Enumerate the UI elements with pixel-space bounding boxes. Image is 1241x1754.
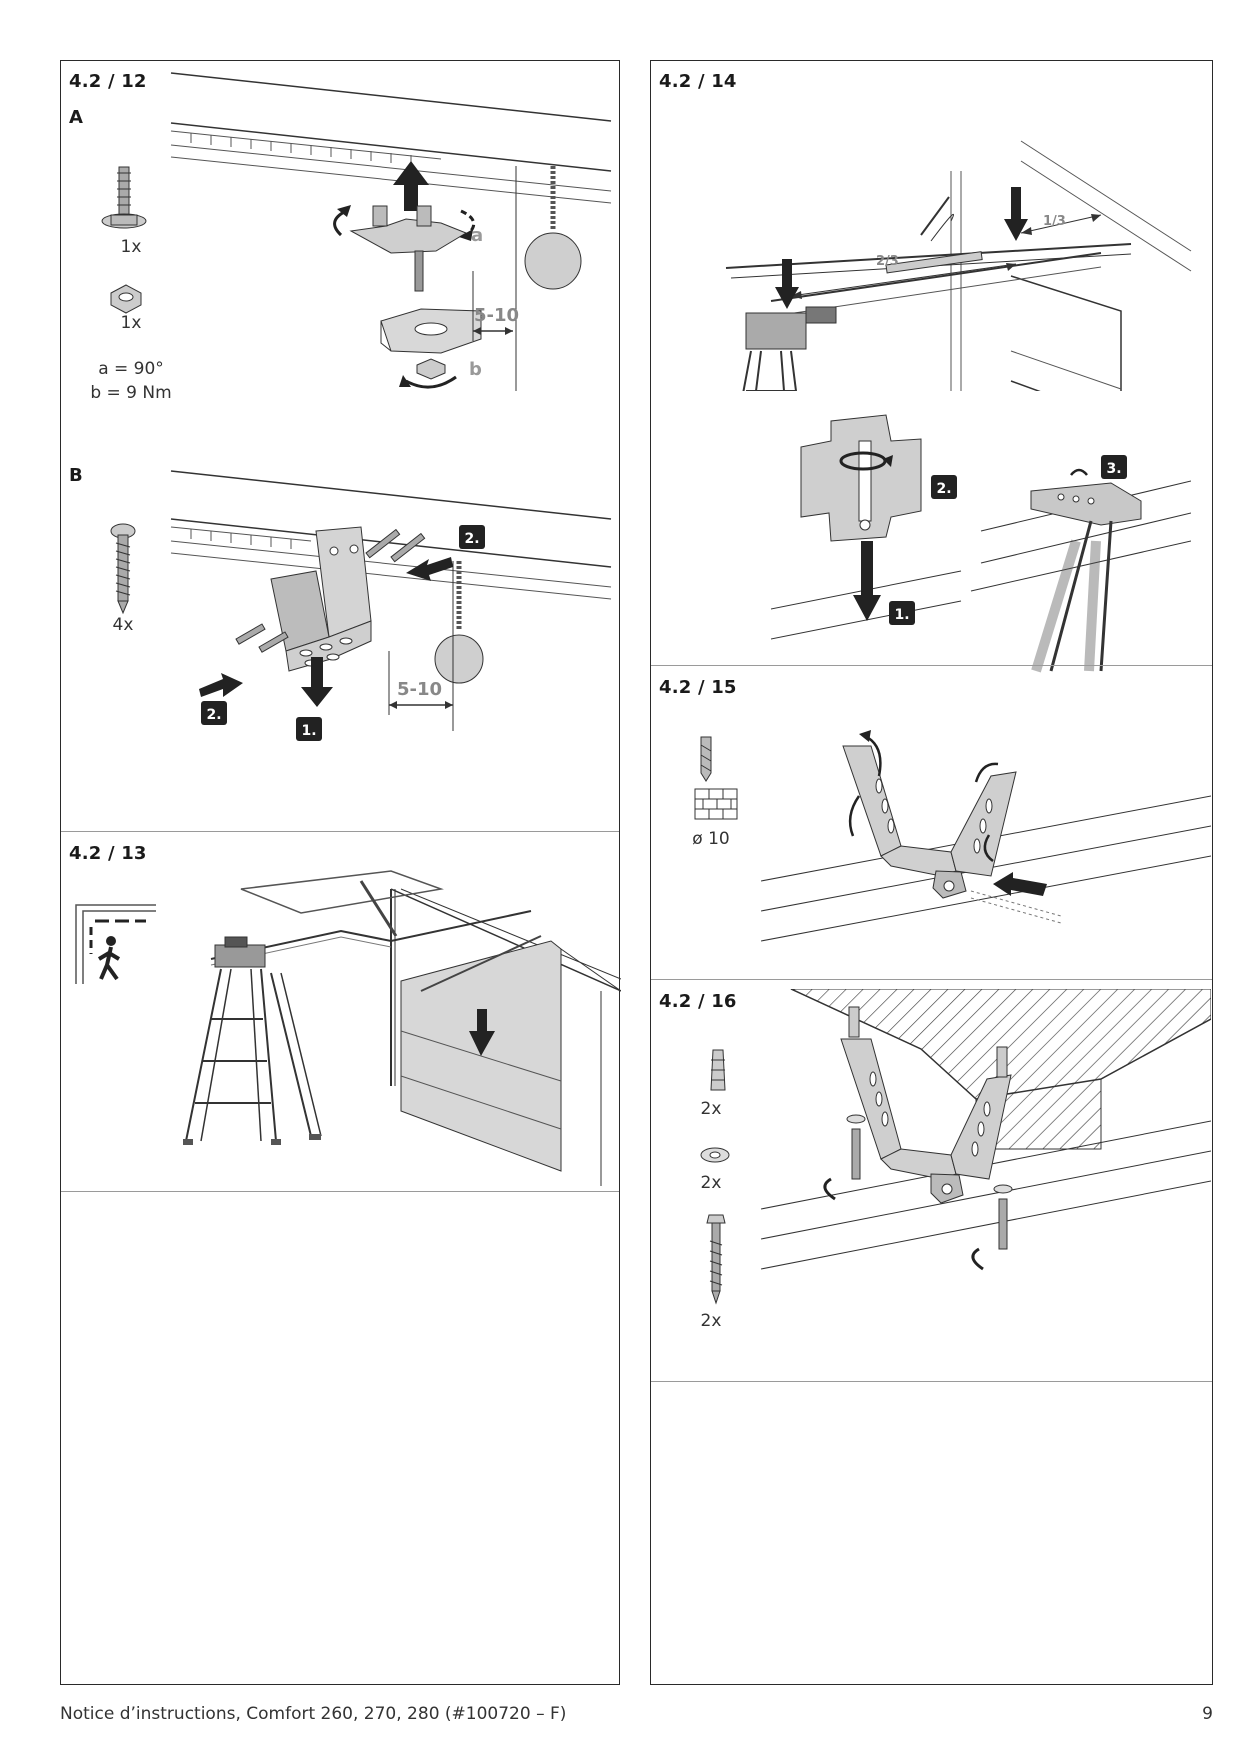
svg-text:2.: 2. [206,707,221,723]
left-column: 4.2 / 12 A 1x 1x a = 90° b = 9 Nm [60,60,621,1685]
step-badge-2-left: 2. [201,701,227,725]
drill-diameter: ø 10 [692,829,730,849]
b-screw-qty: 4x [112,615,134,635]
washer-icon [700,1147,730,1163]
section-title-4-2-15: 4.2 / 15 [659,677,737,698]
sub-label-a: A [69,107,83,128]
step-badge-1: 1. [296,717,322,741]
a-nut-qty: 1x [120,313,142,333]
nut-icon [110,284,142,314]
figure-door-ladder [183,870,621,1186]
separator [651,1381,1212,1382]
svg-text:1.: 1. [894,607,909,623]
step-badge-2-top: 2. [459,525,485,549]
lag-screw-icon [706,1214,726,1305]
section-title-4-2-14: 4.2 / 14 [659,71,737,92]
step-badge-2: 2. [931,475,957,499]
separator [651,665,1212,666]
ratio-two-thirds: 2/3 [876,254,899,269]
separator [651,979,1212,980]
sub-label-b: B [69,465,83,486]
separator [61,1191,619,1192]
section-title-4-2-13: 4.2 / 13 [69,843,147,864]
a-screw-qty: 1x [120,237,142,257]
dimension-5-10-b: 5-10 [397,679,442,700]
a-angle: a = 90° [98,359,164,379]
svg-text:1.: 1. [301,723,316,739]
figure-rail-bracket-b: 5-10 2. 2. 1. [170,470,612,741]
step-badge-1: 1. [889,601,915,625]
washer-qty: 2x [700,1173,722,1193]
figure-bracket-steps: 1. 2. 3. [771,414,1191,673]
ratio-one-third: 1/3 [1043,214,1066,229]
screw-qty: 2x [700,1311,722,1331]
right-column: 4.2 / 14 2/3 1/3 [650,60,1213,1685]
figure-door-rail-thirds: 2/3 1/3 [725,140,1192,391]
figure-bracket-ceiling-mount [761,989,1211,1271]
figure-rail-bracket-a: a b 5-10 [170,72,612,391]
figure-bracket-bend [761,730,1211,942]
a-torque: b = 9 Nm [90,383,172,403]
plug-qty: 2x [700,1099,722,1119]
wall-plug-icon [710,1049,726,1091]
wood-screw-icon [110,523,136,615]
svg-text:2.: 2. [464,531,479,547]
separator [61,831,619,832]
dimension-5-10: 5-10 [474,305,519,326]
page-number: 9 [1202,1704,1213,1724]
person-warning-icon [75,904,156,984]
svg-text:2.: 2. [936,481,951,497]
label-b: b [469,359,482,380]
drill-wall-icon [694,736,738,820]
section-title-4-2-12: 4.2 / 12 [69,71,147,92]
step-badge-3: 3. [1101,455,1127,479]
section-title-4-2-16: 4.2 / 16 [659,991,737,1012]
label-a: a [471,225,483,246]
footer-document-title: Notice d’instructions, Comfort 260, 270,… [60,1704,567,1724]
bolt-icon [101,166,147,229]
svg-text:3.: 3. [1106,461,1121,477]
